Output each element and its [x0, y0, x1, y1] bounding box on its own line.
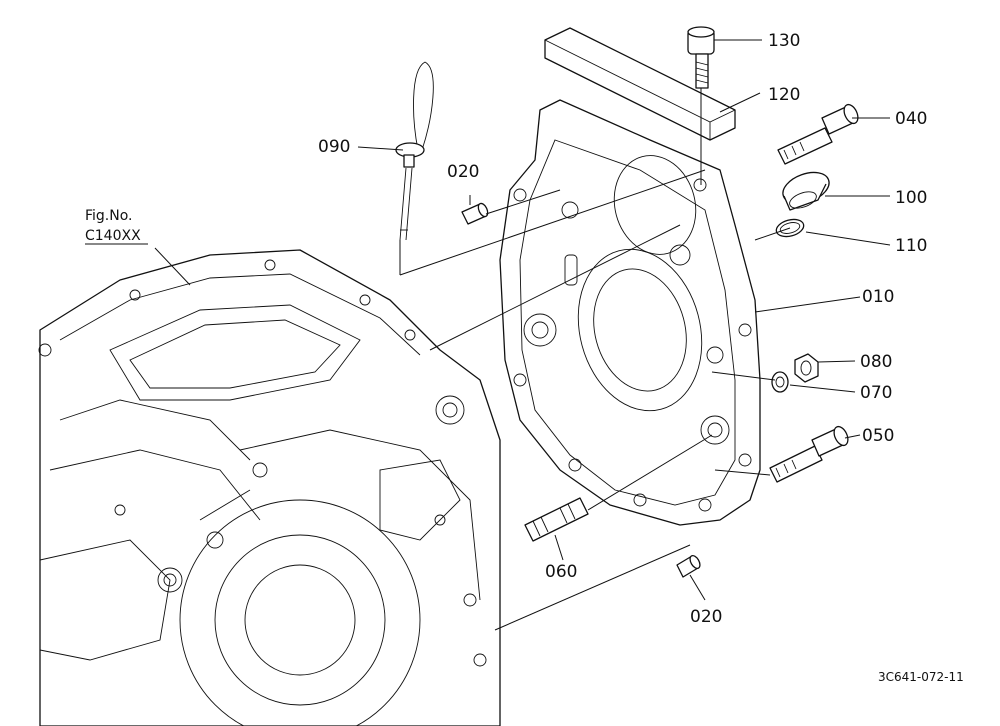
bolt-part-040 [777, 103, 859, 165]
callout-080: 080 [860, 352, 892, 372]
leader-lines [154, 39, 891, 631]
callout-120: 120 [768, 85, 800, 105]
nut-part-080 [794, 353, 819, 383]
dipstick-part-090 [395, 61, 434, 241]
plug-part-100 [782, 171, 830, 211]
figure-reference: Fig.No. C140XX [85, 208, 148, 245]
callout-090: 090 [318, 137, 350, 157]
callout-labels: 130 120 040 090 020 100 110 010 080 070 … [318, 31, 927, 627]
drawing-code: 3C641-072-11 [878, 670, 964, 684]
front-cover-part-010 [499, 99, 761, 526]
callout-020-upper: 020 [447, 162, 479, 182]
stud-part-060 [524, 497, 589, 542]
pin-part-020-upper [461, 202, 489, 225]
bolt-part-130 [687, 26, 715, 89]
callout-010: 010 [862, 287, 894, 307]
callout-020-lower: 020 [690, 607, 722, 627]
fig-ref-label: Fig.No. [85, 208, 133, 224]
pin-part-020-lower [676, 554, 701, 578]
callout-110: 110 [895, 236, 927, 256]
plate-part-120 [544, 27, 736, 141]
callout-130: 130 [768, 31, 800, 51]
callout-100: 100 [895, 188, 927, 208]
callout-070: 070 [860, 383, 892, 403]
callout-060: 060 [545, 562, 577, 582]
bolt-part-050 [769, 425, 849, 483]
callout-050: 050 [862, 426, 894, 446]
callout-040: 040 [895, 109, 927, 129]
washer-part-070 [771, 371, 789, 393]
fig-ref-code: C140XX [85, 228, 141, 244]
transmission-case [38, 249, 501, 726]
